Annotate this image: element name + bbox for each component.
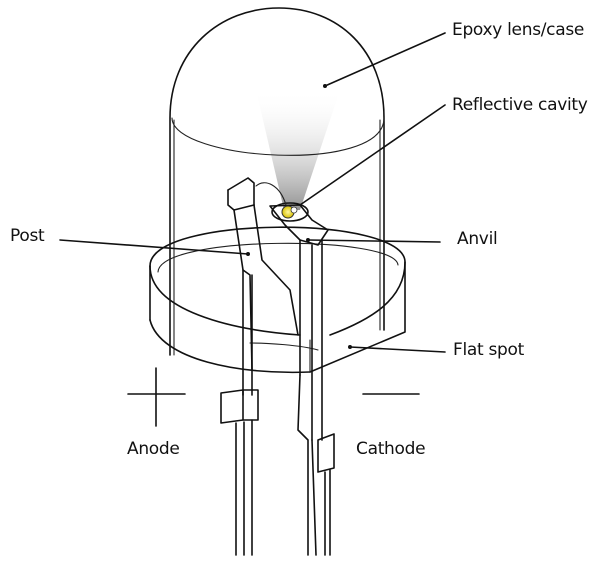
post-lead xyxy=(221,178,298,555)
light-glow xyxy=(256,90,340,210)
epoxy-lens-case xyxy=(170,8,384,355)
leader-epoxy xyxy=(325,33,445,86)
label-epoxy-lens-case: Epoxy lens/case xyxy=(452,20,584,40)
label-cathode: Cathode xyxy=(356,439,425,459)
label-anode: Anode xyxy=(127,439,180,459)
anvil-lead xyxy=(270,205,334,555)
plus-sign xyxy=(128,368,185,426)
label-post: Post xyxy=(10,226,44,246)
label-reflective-cavity: Reflective cavity xyxy=(452,95,588,115)
label-anvil: Anvil xyxy=(457,229,497,249)
leader-anvil xyxy=(308,240,440,242)
label-flat-spot: Flat spot xyxy=(453,340,524,360)
